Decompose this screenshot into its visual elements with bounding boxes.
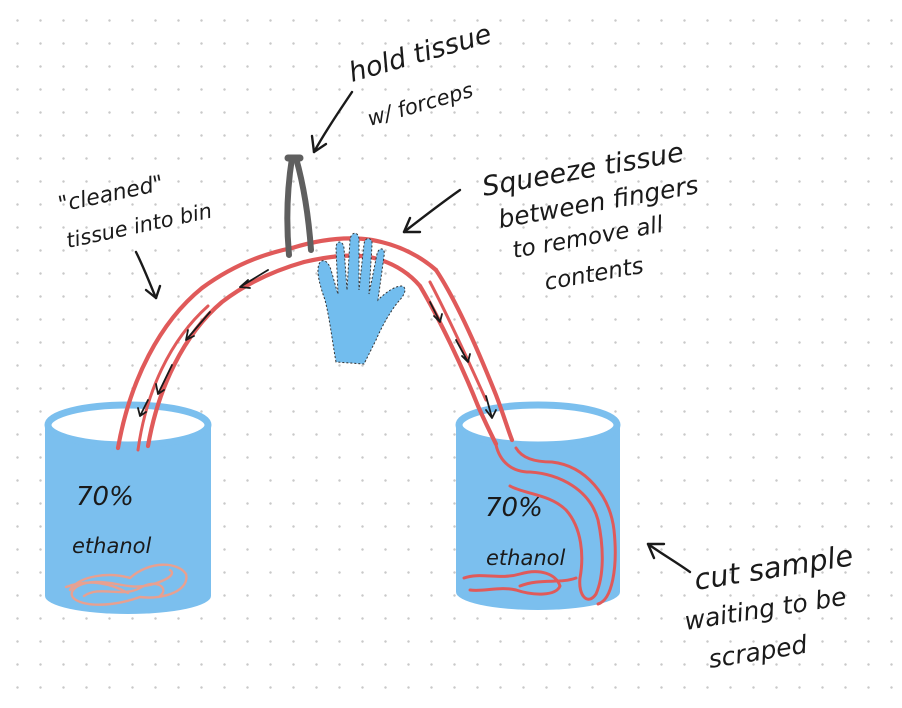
cleaned-label: "cleaned" tissue into bin	[56, 171, 214, 253]
forceps-icon	[284, 154, 314, 258]
forceps-label-line2: w/ forceps	[365, 78, 476, 131]
squeeze-arrow	[402, 188, 462, 234]
cleaned-tissue-pile	[64, 563, 188, 606]
left-ethanol-container: 70% ethanol	[44, 401, 212, 614]
flow-arrows-right	[429, 301, 497, 419]
forceps-arrow	[310, 90, 354, 154]
left-container-percent: 70%	[76, 482, 134, 512]
submerged-cut-tissue	[462, 443, 617, 606]
squeeze-label: Squeeze tissue between fingers to remove…	[480, 137, 701, 296]
right-container-percent: 70%	[485, 493, 543, 523]
cut-label-line3: scraped	[706, 630, 809, 674]
flow-arrows-left	[137, 269, 269, 417]
cleaned-arrow	[134, 250, 162, 300]
forceps-label: hold tissue w/ forceps	[345, 18, 495, 130]
hand-icon	[317, 232, 406, 365]
cut-label: cut sample waiting to be scraped	[682, 538, 855, 674]
left-container-liquid: ethanol	[72, 534, 151, 558]
tissue-arch	[115, 236, 515, 452]
right-container-liquid: ethanol	[486, 546, 565, 570]
forceps-label-line1: hold tissue	[345, 18, 495, 88]
right-ethanol-container: 70% ethanol	[455, 401, 621, 610]
cut-sample-arrow	[646, 542, 692, 574]
squeeze-label-line4: contents	[543, 253, 646, 296]
